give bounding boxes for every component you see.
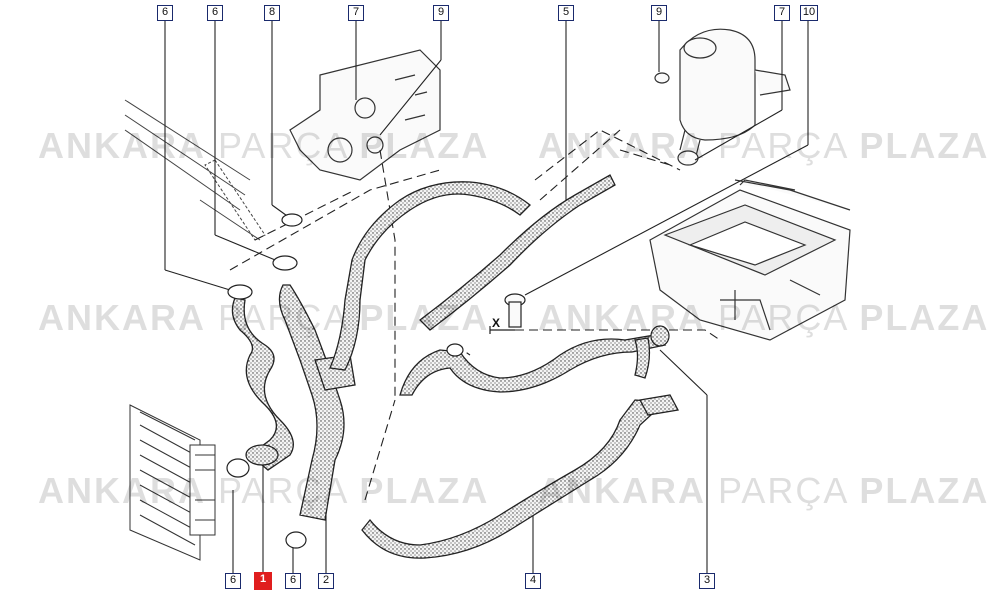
callout-bottom-4[interactable]: 4 (525, 573, 541, 589)
watermark: ANKARA PARÇA PLAZA (538, 297, 990, 338)
hoses (231, 174, 679, 559)
expansion-tank (654, 28, 791, 166)
bleed-screw (489, 293, 526, 334)
callout-bottom-6a[interactable]: 6 (225, 573, 241, 589)
radiator (129, 404, 216, 561)
callout-top-7a[interactable]: 7 (348, 5, 364, 21)
callout-bottom-3[interactable]: 3 (699, 573, 715, 589)
hose-2 (278, 284, 345, 521)
callout-top-7b[interactable]: 7 (774, 5, 790, 21)
callout-top-9a[interactable]: 9 (433, 5, 449, 21)
watermark: ANKARA PARÇA PLAZA (38, 297, 490, 338)
dimension-label: X (492, 316, 501, 330)
callout-top-10[interactable]: 10 (800, 5, 818, 21)
hose-3 (399, 334, 667, 396)
callout-top-9b[interactable]: 9 (651, 5, 667, 21)
watermark: ANKARA PARÇA PLAZA (538, 125, 990, 166)
thermostat-housing (289, 49, 441, 181)
callout-bottom-6b[interactable]: 6 (285, 573, 301, 589)
leader-lines (164, 18, 809, 573)
watermark: ANKARA PARÇA PLAZA (538, 470, 990, 511)
callout-top-6a[interactable]: 6 (157, 5, 173, 21)
callout-top-5[interactable]: 5 (558, 5, 574, 21)
watermark: ANKARA PARÇA PLAZA (38, 470, 490, 511)
callout-top-6b[interactable]: 6 (207, 5, 223, 21)
hose-5 (419, 174, 616, 331)
callout-bottom-1-highlighted[interactable]: 1 (254, 572, 272, 590)
engine-outline (124, 99, 266, 241)
clamps (226, 213, 670, 549)
callout-bottom-2[interactable]: 2 (318, 573, 334, 589)
watermark: ANKARA PARÇA PLAZA (38, 125, 490, 166)
hose-upper (329, 181, 531, 371)
heater-unit (649, 179, 851, 341)
callout-top-8[interactable]: 8 (264, 5, 280, 21)
